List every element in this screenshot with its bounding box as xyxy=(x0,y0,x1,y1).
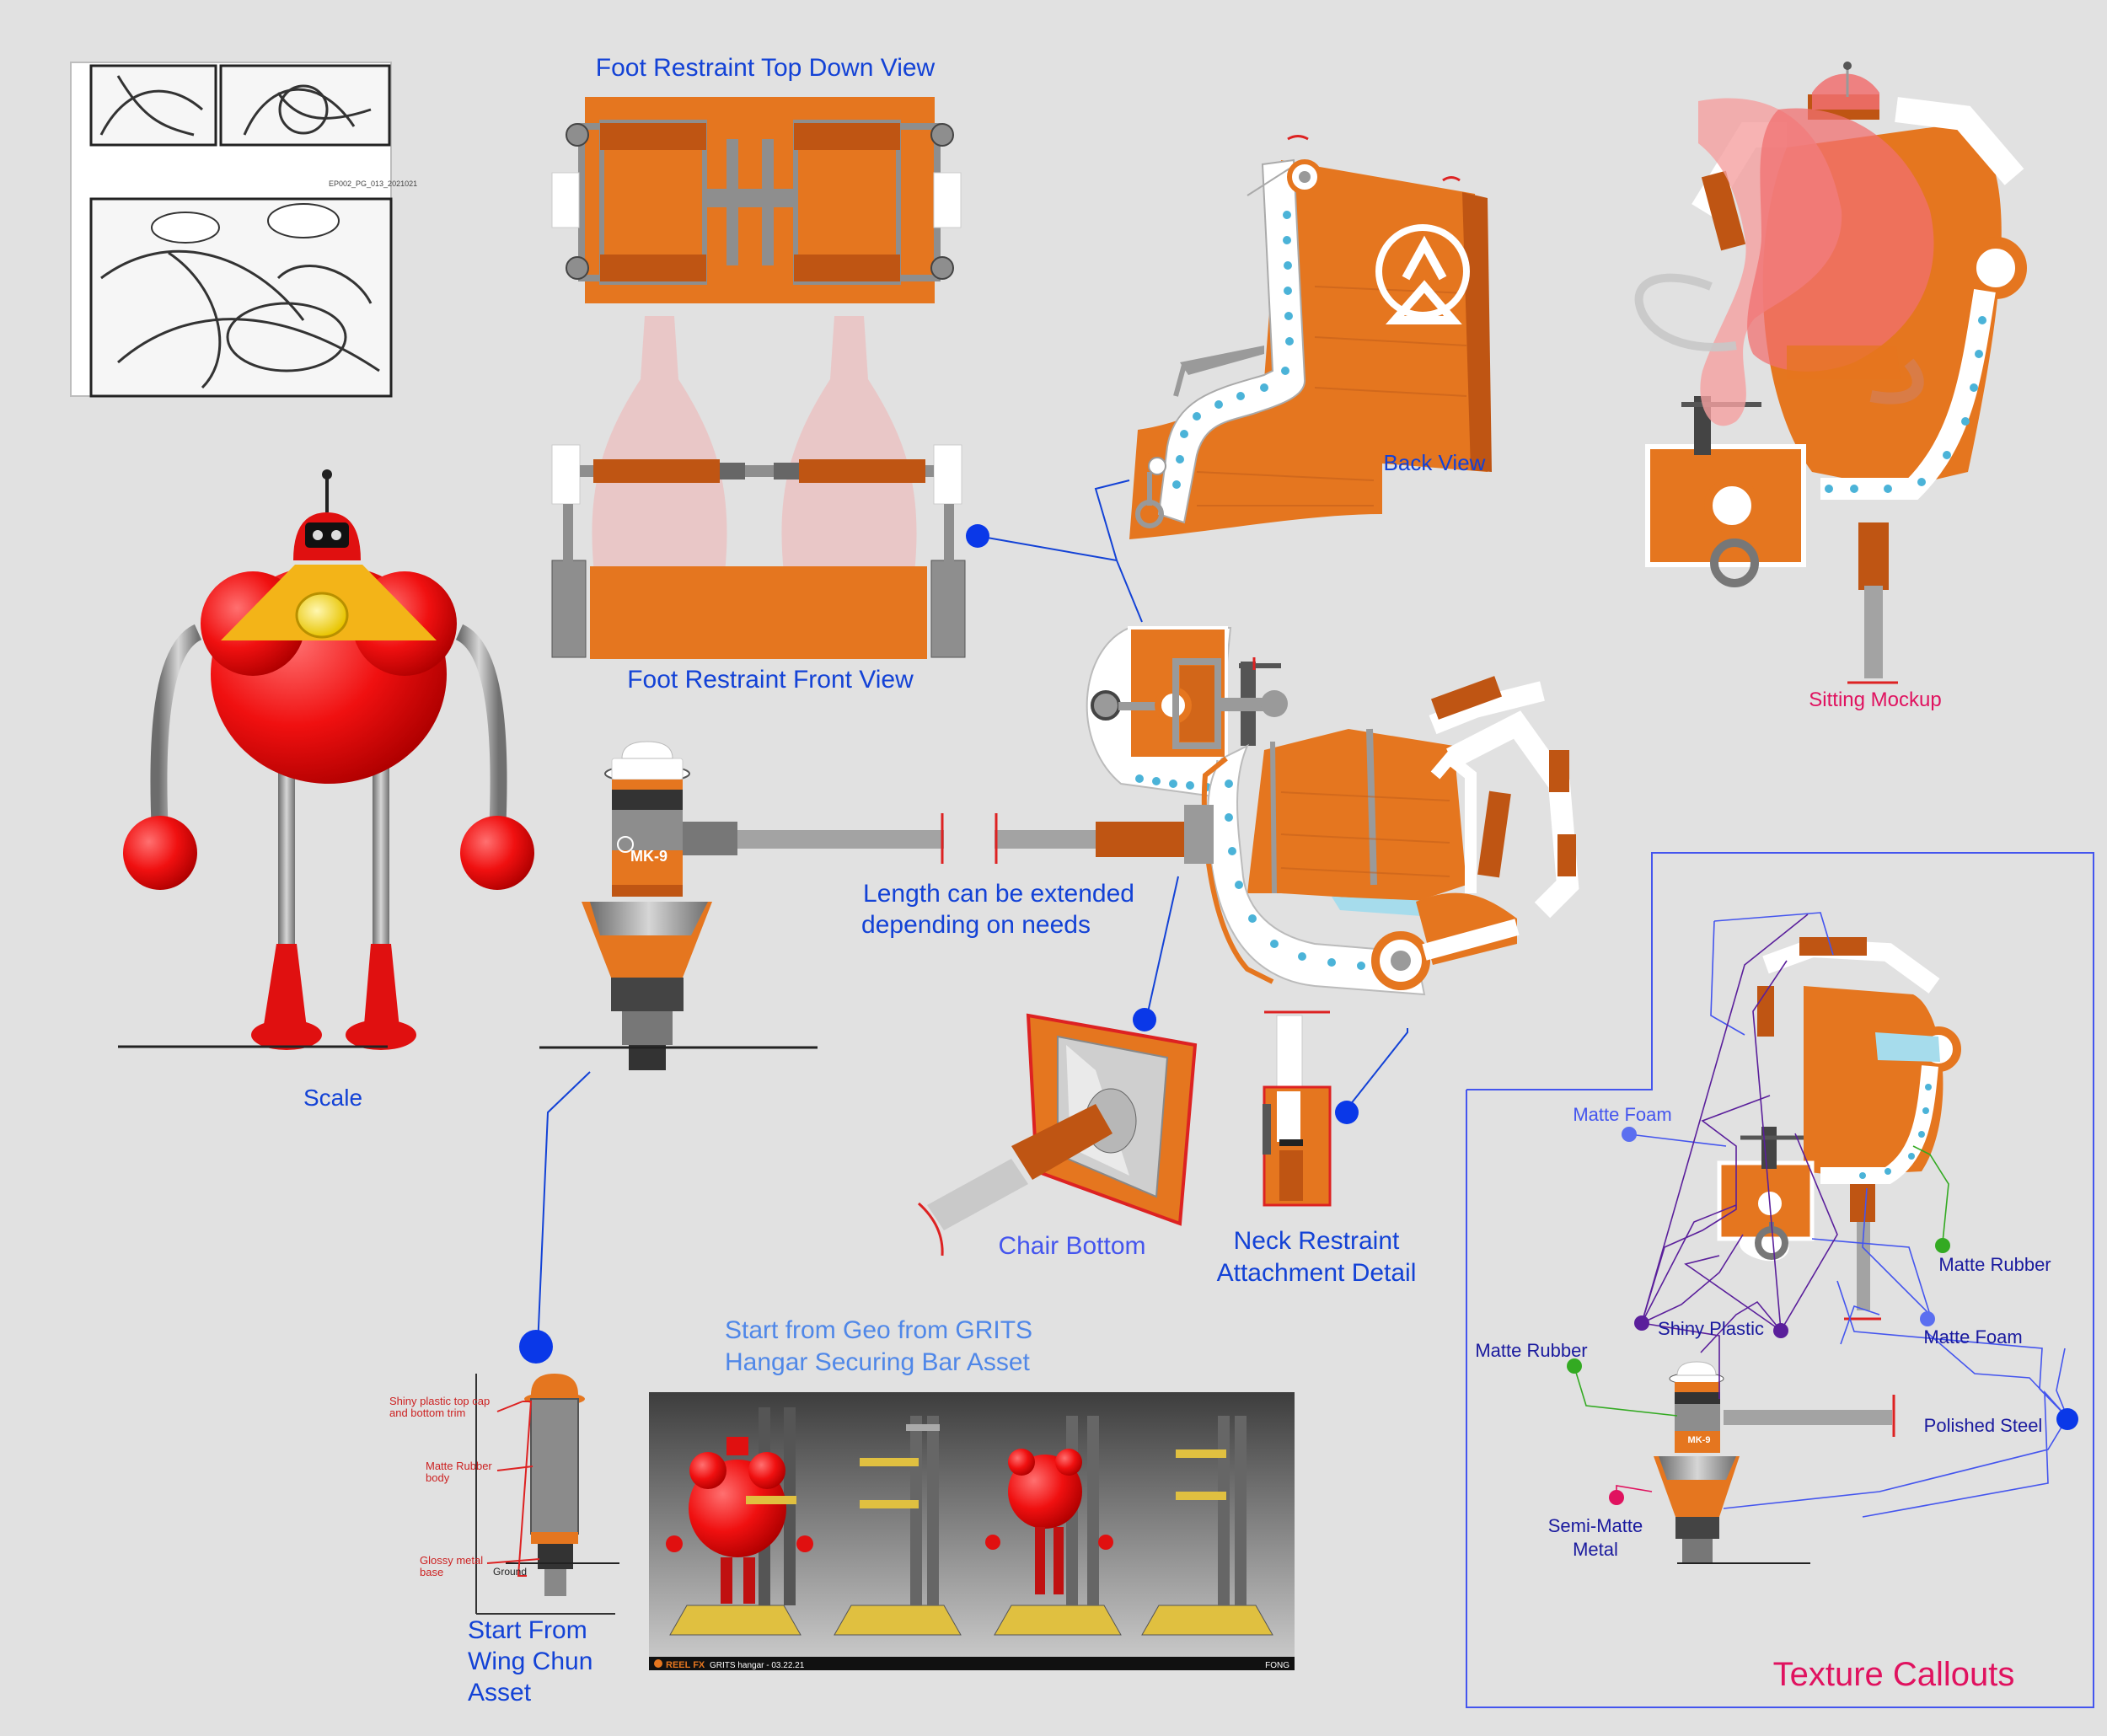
callout-semi-matte-line1: Semi-Matte xyxy=(1548,1515,1643,1536)
callout-shiny-plastic: Shiny Plastic xyxy=(1658,1318,1764,1339)
label-chair-bottom: Chair Bottom xyxy=(998,1232,1145,1260)
callout-dot-polished-steel xyxy=(2056,1408,2078,1430)
callout-dot-matte-rubber-1 xyxy=(1935,1238,1950,1253)
render-caption: GRITS hangar - 03.22.21 xyxy=(710,1661,805,1670)
callout-matte-rubber-1: Matte Rubber xyxy=(1938,1254,2051,1275)
connector-dot xyxy=(966,524,989,548)
storyboard-code: EP002_PG_013_2021021 xyxy=(329,179,417,188)
render-robot-1 xyxy=(666,1407,813,1636)
callout-lines-blue xyxy=(1628,912,2068,1518)
connector-dot xyxy=(519,1330,553,1364)
render-artist: FONG xyxy=(1265,1661,1289,1670)
wing-annotation-top-cap-line1: Shiny plastic top cap xyxy=(389,1395,490,1407)
callout-dot-matte-rubber-2 xyxy=(1567,1358,1582,1374)
label-length-line1: Length can be extended xyxy=(863,880,1134,908)
wing-annotation-ground: Ground xyxy=(493,1566,527,1578)
connector-dot xyxy=(1335,1101,1359,1124)
callout-matte-foam-1: Matte Foam xyxy=(1573,1104,1671,1125)
callout-lines-purple xyxy=(1641,914,1838,1399)
callout-lines-green xyxy=(1574,1145,1949,1417)
sitting-mockup xyxy=(1634,62,2027,684)
callout-dot-matte-foam-1 xyxy=(1622,1127,1637,1142)
callout-dot-shiny-plastic-left xyxy=(1634,1315,1649,1331)
connector-dot xyxy=(1133,1008,1156,1031)
texture-callouts-panel: MK-9 xyxy=(1466,852,2094,1708)
grits-render-strip: REEL FX GRITS hangar - 03.22.21 FONG xyxy=(649,1392,1295,1670)
label-length-line2: depending on needs xyxy=(861,911,1091,939)
label-foot-top-view: Foot Restraint Top Down View xyxy=(596,54,936,82)
storyboard-thumbnail: EP002_PG_013_2021021 xyxy=(70,62,417,398)
callout-dot-matte-foam-2 xyxy=(1920,1311,1935,1326)
callout-semi-matte-line2: Metal xyxy=(1573,1539,1618,1560)
render-robot-3 xyxy=(985,1416,1122,1636)
mk9-label: MK-9 xyxy=(630,848,667,865)
chair-back-view xyxy=(1129,135,1492,539)
label-neck-line2: Attachment Detail xyxy=(1217,1259,1417,1287)
callout-base-figure: MK-9 xyxy=(1654,1361,1895,1564)
wing-annotation-body-line2: body xyxy=(426,1471,450,1484)
label-texture-callouts: Texture Callouts xyxy=(1773,1656,2015,1693)
render-rack-4 xyxy=(1141,1416,1273,1636)
label-back-view: Back View xyxy=(1384,450,1486,475)
securing-bar xyxy=(678,813,1096,864)
mk9-base-unit: MK-9 xyxy=(539,741,818,1070)
chair-side-assembly xyxy=(1086,626,1579,996)
neck-restraint-detail xyxy=(1263,1010,1332,1207)
render-rack-2 xyxy=(834,1416,962,1636)
callout-mk9-label: MK-9 xyxy=(1688,1435,1711,1445)
label-wing-line2: Wing Chun xyxy=(468,1648,592,1675)
callout-polished-steel: Polished Steel xyxy=(1924,1415,2043,1436)
callout-matte-foam-2: Matte Foam xyxy=(1923,1326,2022,1348)
wing-annotation-body-line1: Matte Rubber xyxy=(426,1460,492,1472)
callout-matte-rubber-2: Matte Rubber xyxy=(1475,1340,1587,1361)
callout-chair-figure xyxy=(1717,937,1961,1321)
label-geo-line1: Start from Geo from GRITS xyxy=(725,1316,1032,1344)
chair-bottom-detail xyxy=(917,1013,1198,1256)
label-foot-front-view: Foot Restraint Front View xyxy=(627,666,914,694)
label-wing-line1: Start From xyxy=(468,1616,587,1644)
label-wing-line3: Asset xyxy=(468,1679,532,1707)
callout-dot-semi-matte-metal xyxy=(1609,1490,1624,1505)
connector-lines xyxy=(537,480,1408,1348)
label-geo-line2: Hangar Securing Bar Asset xyxy=(725,1348,1031,1376)
render-brand: REEL FX xyxy=(666,1660,705,1670)
wing-annotation-base-line1: Glossy metal xyxy=(420,1554,483,1567)
callout-dot-shiny-plastic-right xyxy=(1773,1323,1788,1338)
robot-scale-figure xyxy=(118,469,534,1050)
label-scale: Scale xyxy=(303,1085,362,1111)
label-neck-line1: Neck Restraint xyxy=(1234,1227,1400,1255)
foot-restraint-top-view xyxy=(551,97,962,303)
wing-chun-asset: Shiny plastic top cap and bottom trim Ma… xyxy=(389,1374,619,1615)
foot-restraint-front-view xyxy=(551,316,966,659)
wing-annotation-base-line2: base xyxy=(420,1566,443,1578)
wing-annotation-top-cap-line2: and bottom trim xyxy=(389,1406,465,1419)
label-sitting-mockup: Sitting Mockup xyxy=(1809,689,1941,711)
